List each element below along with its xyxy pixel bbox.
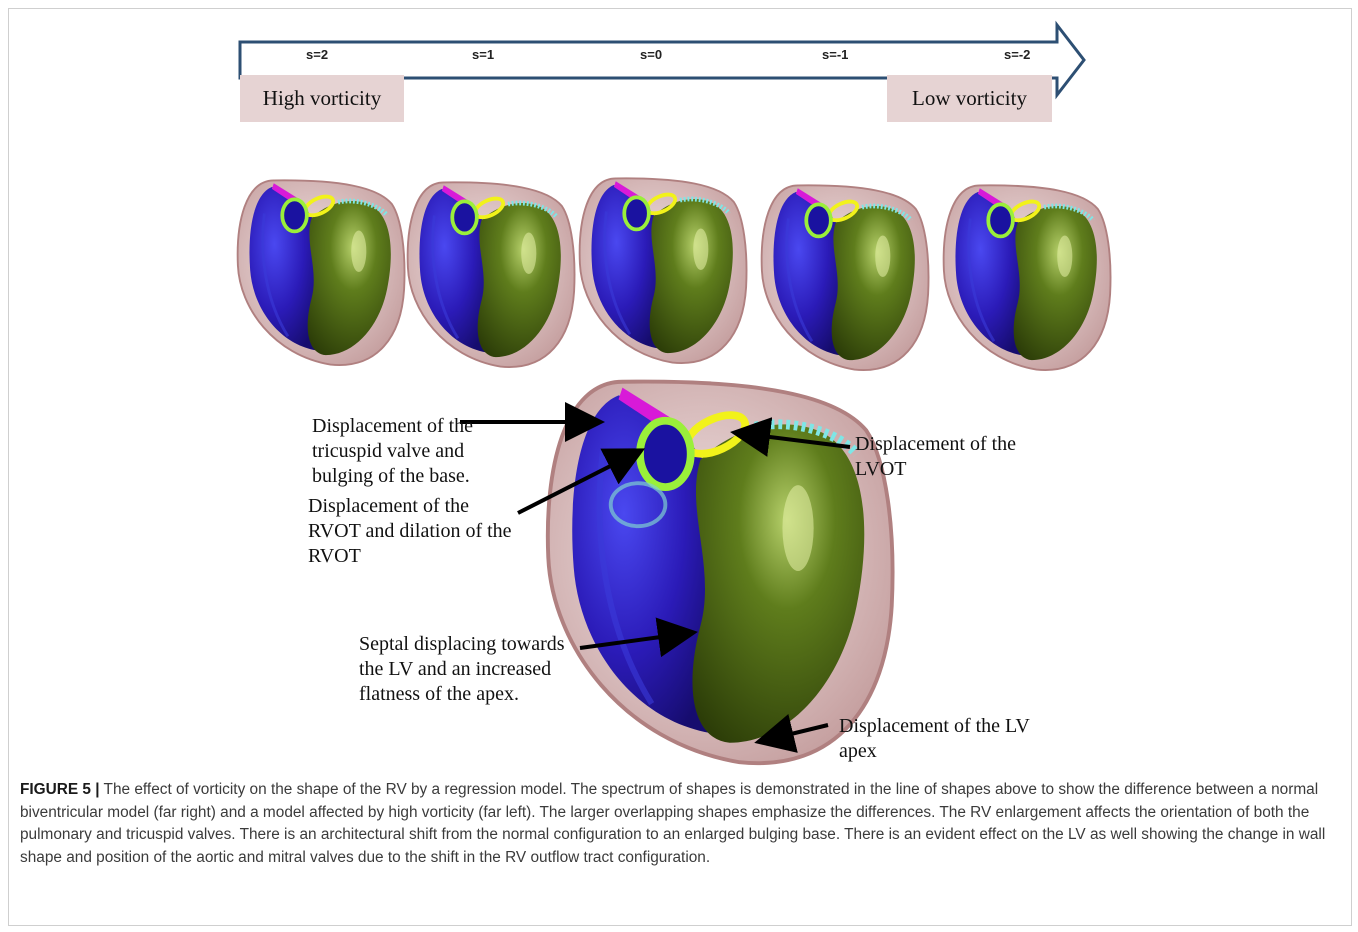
annotation-lvot: Displacement of the LVOT	[855, 432, 1016, 482]
figure-caption: FIGURE 5 | The effect of vorticity on th…	[20, 779, 1338, 869]
annotation-lv-apex: Displacement of the LV apex	[839, 714, 1030, 764]
caption-label: FIGURE 5 |	[20, 781, 100, 798]
annotation-tricuspid: Displacement of the tricuspid valve and …	[312, 414, 473, 489]
caption-text: The effect of vorticity on the shape of …	[20, 781, 1325, 866]
annotation-septal: Septal displacing towards the LV and an …	[359, 632, 565, 707]
annotation-rvot: Displacement of the RVOT and dilation of…	[308, 494, 512, 569]
